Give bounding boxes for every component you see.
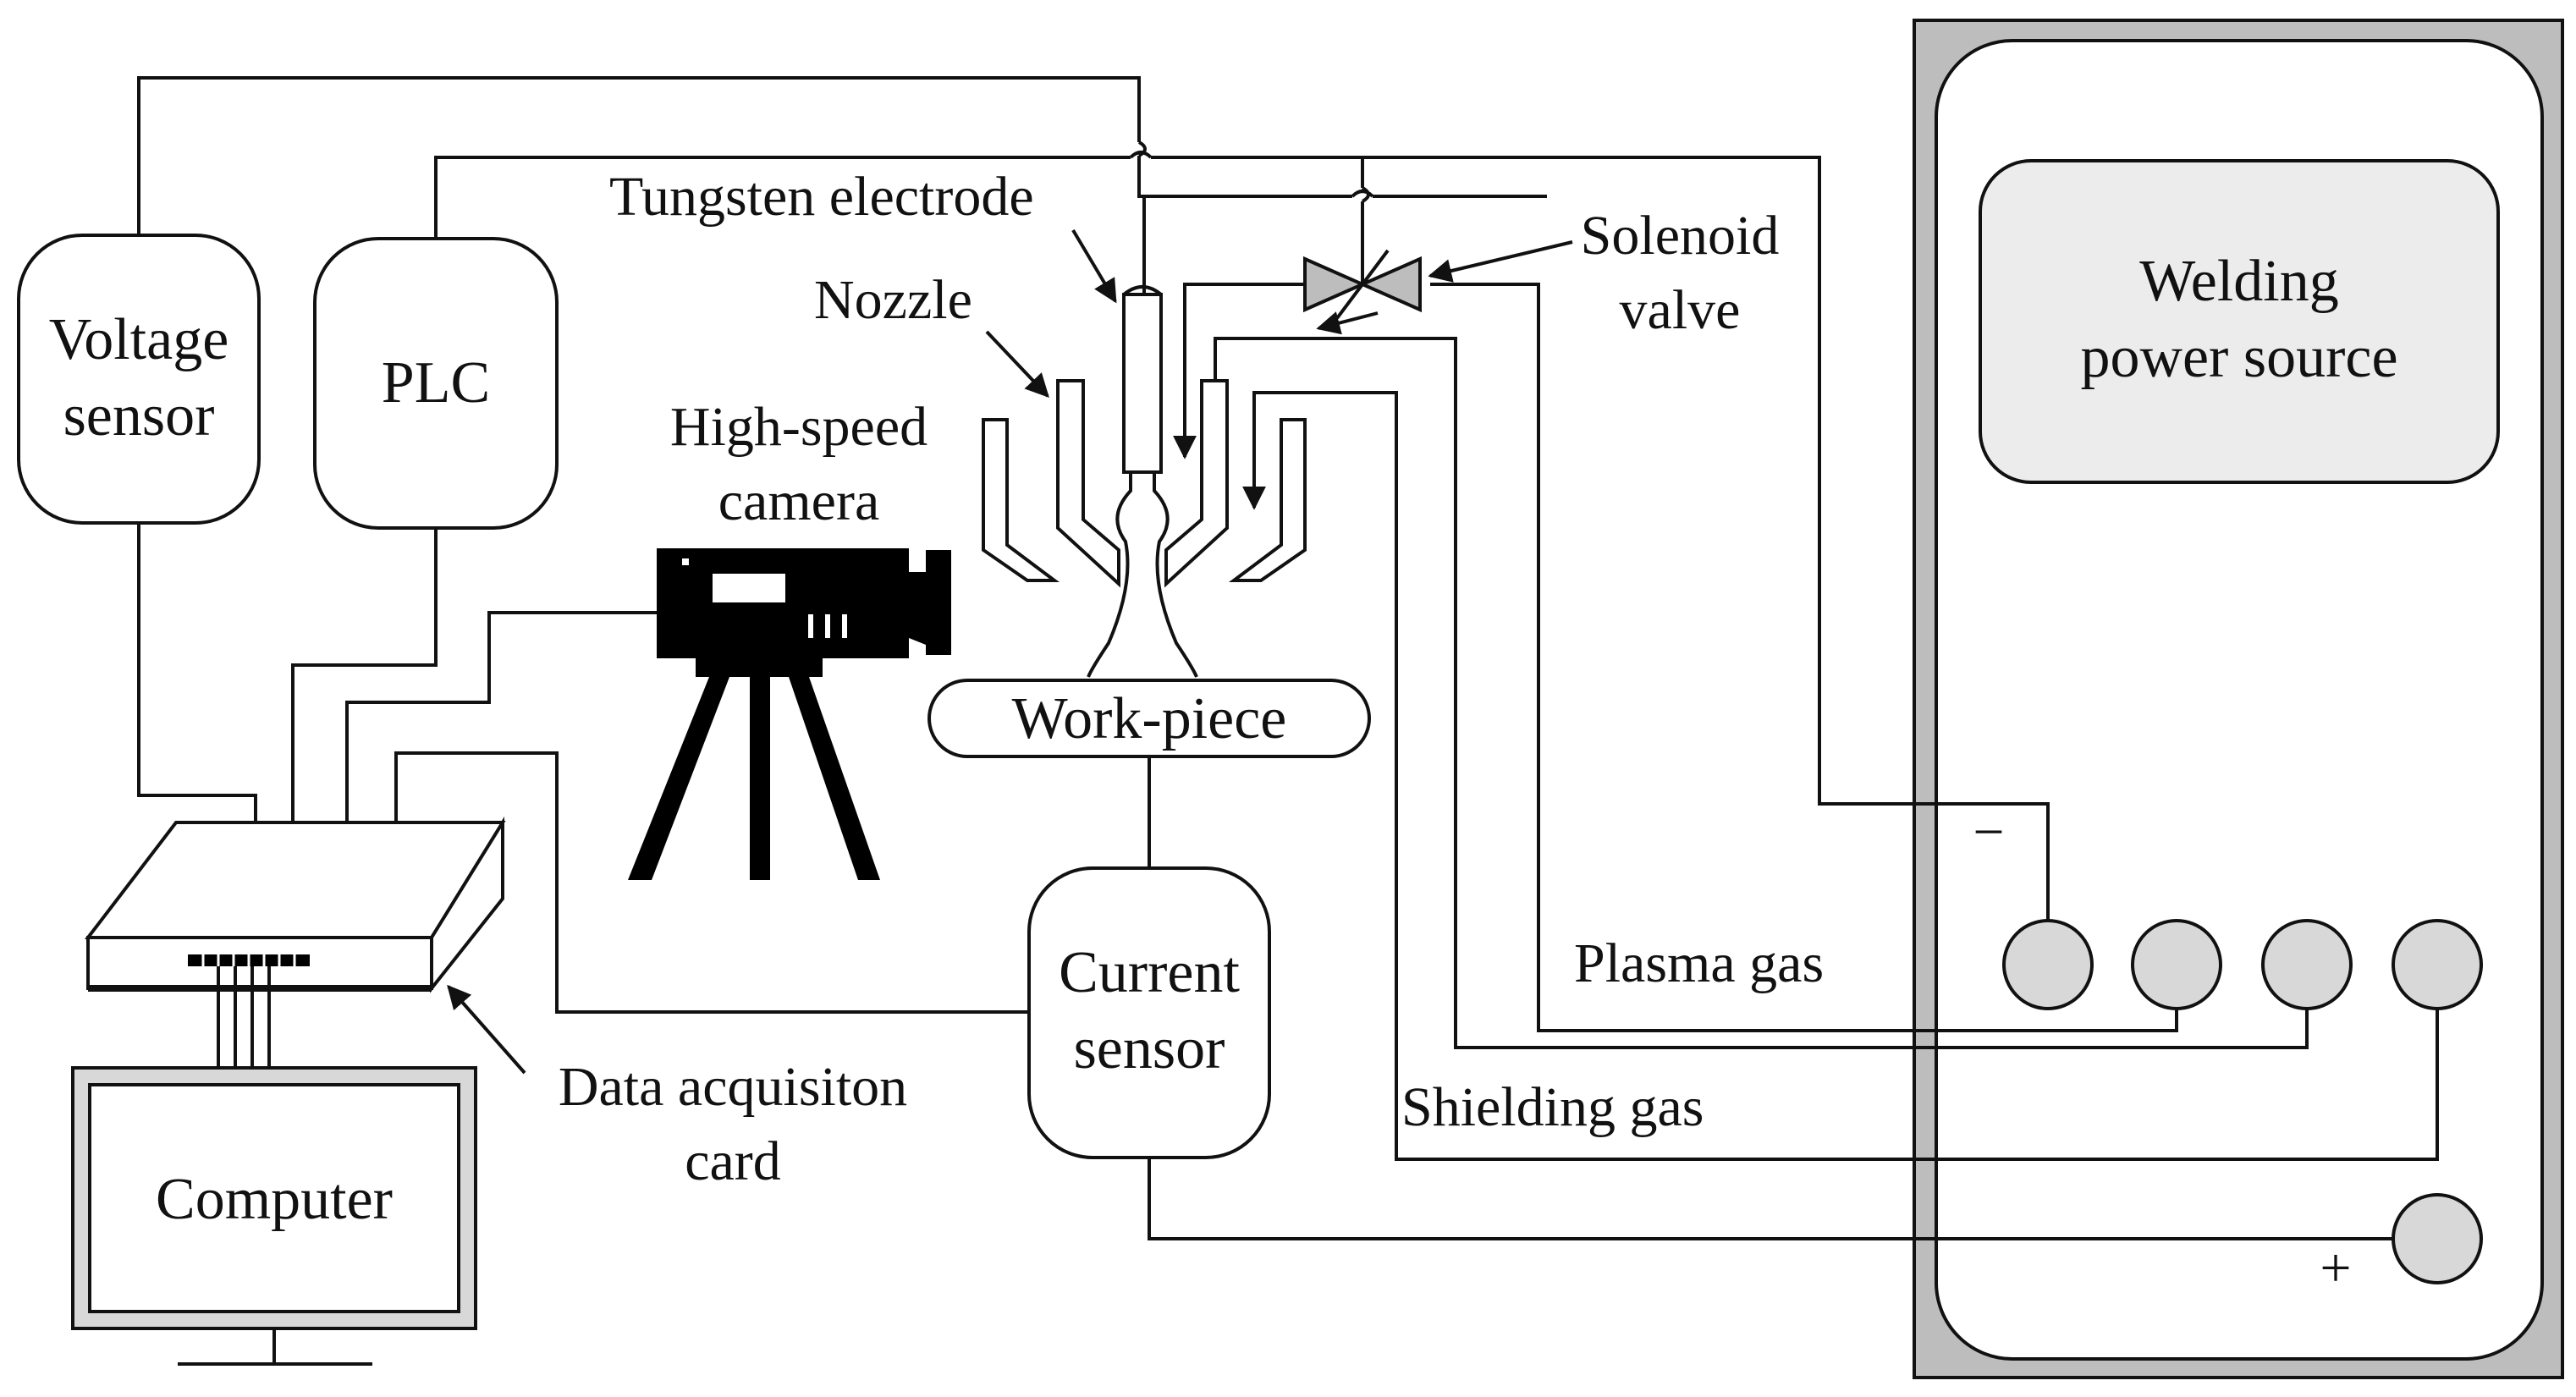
- computer-label: Computer: [156, 1167, 393, 1232]
- terminal-plasma-gas: [2131, 919, 2222, 1010]
- gas-lines: [1173, 283, 2439, 1161]
- nozzle-label: Nozzle: [814, 269, 972, 331]
- computer: Computer: [71, 966, 477, 1366]
- plasma-gas-label: Plasma gas: [1574, 932, 1824, 994]
- solenoid-valve-label-1: Solenoid: [1581, 205, 1780, 267]
- high-speed-camera-label-1: High-speed: [670, 396, 927, 458]
- work-piece: Work-piece: [927, 679, 1371, 758]
- welding-power-source-cabinet: Welding power source − +: [1913, 19, 2564, 1379]
- data-acquisition-card-label-2: card: [685, 1130, 781, 1192]
- data-acquisition-card-label-1: Data acquisiton: [559, 1056, 907, 1118]
- welding-power-source-panel: [1979, 159, 2500, 484]
- tungsten-electrode-label: Tungsten electrode: [609, 166, 1034, 228]
- current-sensor-label-1: Current: [1059, 940, 1240, 1005]
- tungsten-electrode-arrow: [1071, 228, 1117, 304]
- current-sensor: Current sensor: [394, 751, 2393, 1240]
- voltage-sensor-wire: [137, 523, 257, 822]
- plc-wire: [291, 528, 438, 822]
- current-sensor-label-2: sensor: [1074, 1016, 1225, 1081]
- solenoid-valve-arrow: [1428, 240, 1573, 283]
- welding-torch: [982, 285, 1307, 678]
- high-speed-camera: High-speed camera: [345, 396, 951, 880]
- minus-sign: −: [1973, 801, 2004, 863]
- terminal-negative: [2002, 919, 2094, 1010]
- plc: PLC: [313, 237, 559, 530]
- data-acquisition-card-arrow: [447, 984, 526, 1075]
- welding-power-source-label-2: power source: [2080, 325, 2397, 390]
- welding-power-source-label-1: Welding: [2139, 249, 2338, 314]
- voltage-sensor-label-1: Voltage: [49, 307, 229, 372]
- terminal-fourth: [2392, 919, 2483, 1010]
- shielding-gas-label: Shielding gas: [1401, 1076, 1704, 1138]
- terminal-shielding-gas: [2261, 919, 2353, 1010]
- plc-label: PLC: [382, 350, 490, 415]
- top-wiring: [137, 76, 2050, 921]
- solenoid-valve: [1303, 249, 1422, 320]
- high-speed-camera-label-2: camera: [718, 470, 880, 532]
- voltage-sensor: Voltage sensor: [17, 234, 261, 525]
- solenoid-valve-label-2: valve: [1620, 279, 1741, 341]
- tungsten-electrode: [1122, 293, 1163, 474]
- nozzle-arrow: [985, 330, 1049, 399]
- voltage-sensor-label-2: sensor: [63, 383, 215, 448]
- data-acquisition-card: [84, 816, 506, 993]
- work-piece-label: Work-piece: [1012, 686, 1287, 751]
- terminal-positive: [2392, 1193, 2483, 1284]
- plus-sign: +: [2320, 1237, 2351, 1299]
